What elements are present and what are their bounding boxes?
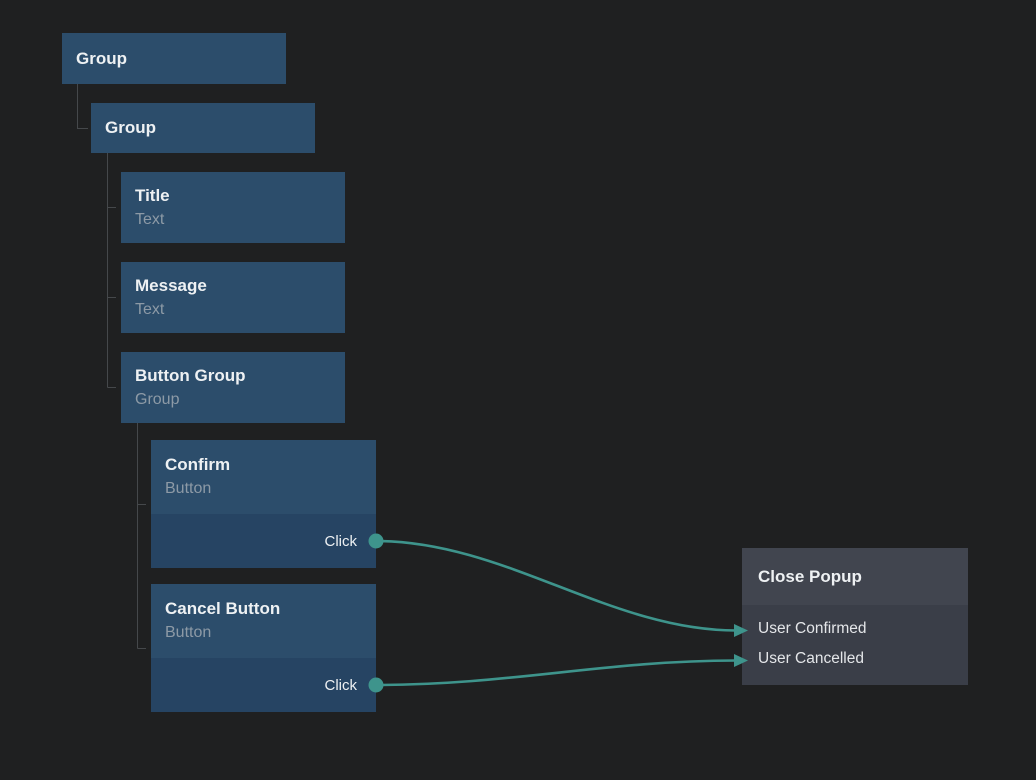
node-type-label: Text bbox=[135, 211, 165, 228]
node-close-popup-action[interactable]: Close Popup User Confirmed User Cancelle… bbox=[742, 548, 968, 685]
node-type-label: Button bbox=[165, 480, 212, 497]
node-title-label: Cancel Button bbox=[165, 599, 281, 618]
event-row-confirm-click[interactable]: Click bbox=[151, 514, 376, 568]
node-confirm-button[interactable]: Confirm Button Click bbox=[151, 440, 376, 568]
action-input-user-confirmed[interactable]: User Confirmed bbox=[758, 620, 867, 637]
node-group-nested[interactable]: Group bbox=[91, 103, 315, 153]
node-title-label: Group bbox=[105, 118, 156, 137]
node-header: Confirm Button bbox=[151, 440, 376, 514]
node-group-root[interactable]: Group bbox=[62, 33, 286, 84]
action-node-header: Close Popup bbox=[742, 548, 968, 605]
action-node-title: Close Popup bbox=[758, 566, 862, 586]
node-button-group[interactable]: Button Group Group bbox=[121, 352, 345, 423]
tree-connector-root-to-group bbox=[77, 84, 88, 129]
node-title-label: Title bbox=[135, 186, 170, 205]
wire-cancel-click-to-user-cancelled[interactable] bbox=[375, 659, 737, 687]
node-title-label: Confirm bbox=[165, 455, 231, 474]
event-label: Click bbox=[324, 532, 358, 550]
action-node-body: User Confirmed User Cancelled bbox=[742, 605, 968, 674]
event-row-cancel-click[interactable]: Click bbox=[151, 658, 376, 712]
action-input-user-cancelled[interactable]: User Cancelled bbox=[758, 650, 864, 667]
event-label: Click bbox=[324, 676, 358, 694]
node-title-text[interactable]: Title Text bbox=[121, 172, 345, 243]
node-cancel-button[interactable]: Cancel Button Button Click bbox=[151, 584, 376, 712]
tree-connector-group-children bbox=[107, 153, 116, 388]
node-header: Cancel Button Button bbox=[151, 584, 376, 658]
node-message-text[interactable]: Message Text bbox=[121, 262, 345, 333]
node-type-label: Text bbox=[135, 301, 165, 318]
node-title-label: Message bbox=[135, 276, 207, 295]
node-type-label: Group bbox=[135, 391, 180, 408]
node-type-label: Button bbox=[165, 624, 212, 641]
node-title-label: Button Group bbox=[135, 366, 246, 385]
wire-confirm-click-to-user-confirmed[interactable] bbox=[375, 539, 737, 632]
tree-connector-button-group-children bbox=[137, 423, 146, 649]
node-title-label: Group bbox=[76, 48, 127, 68]
